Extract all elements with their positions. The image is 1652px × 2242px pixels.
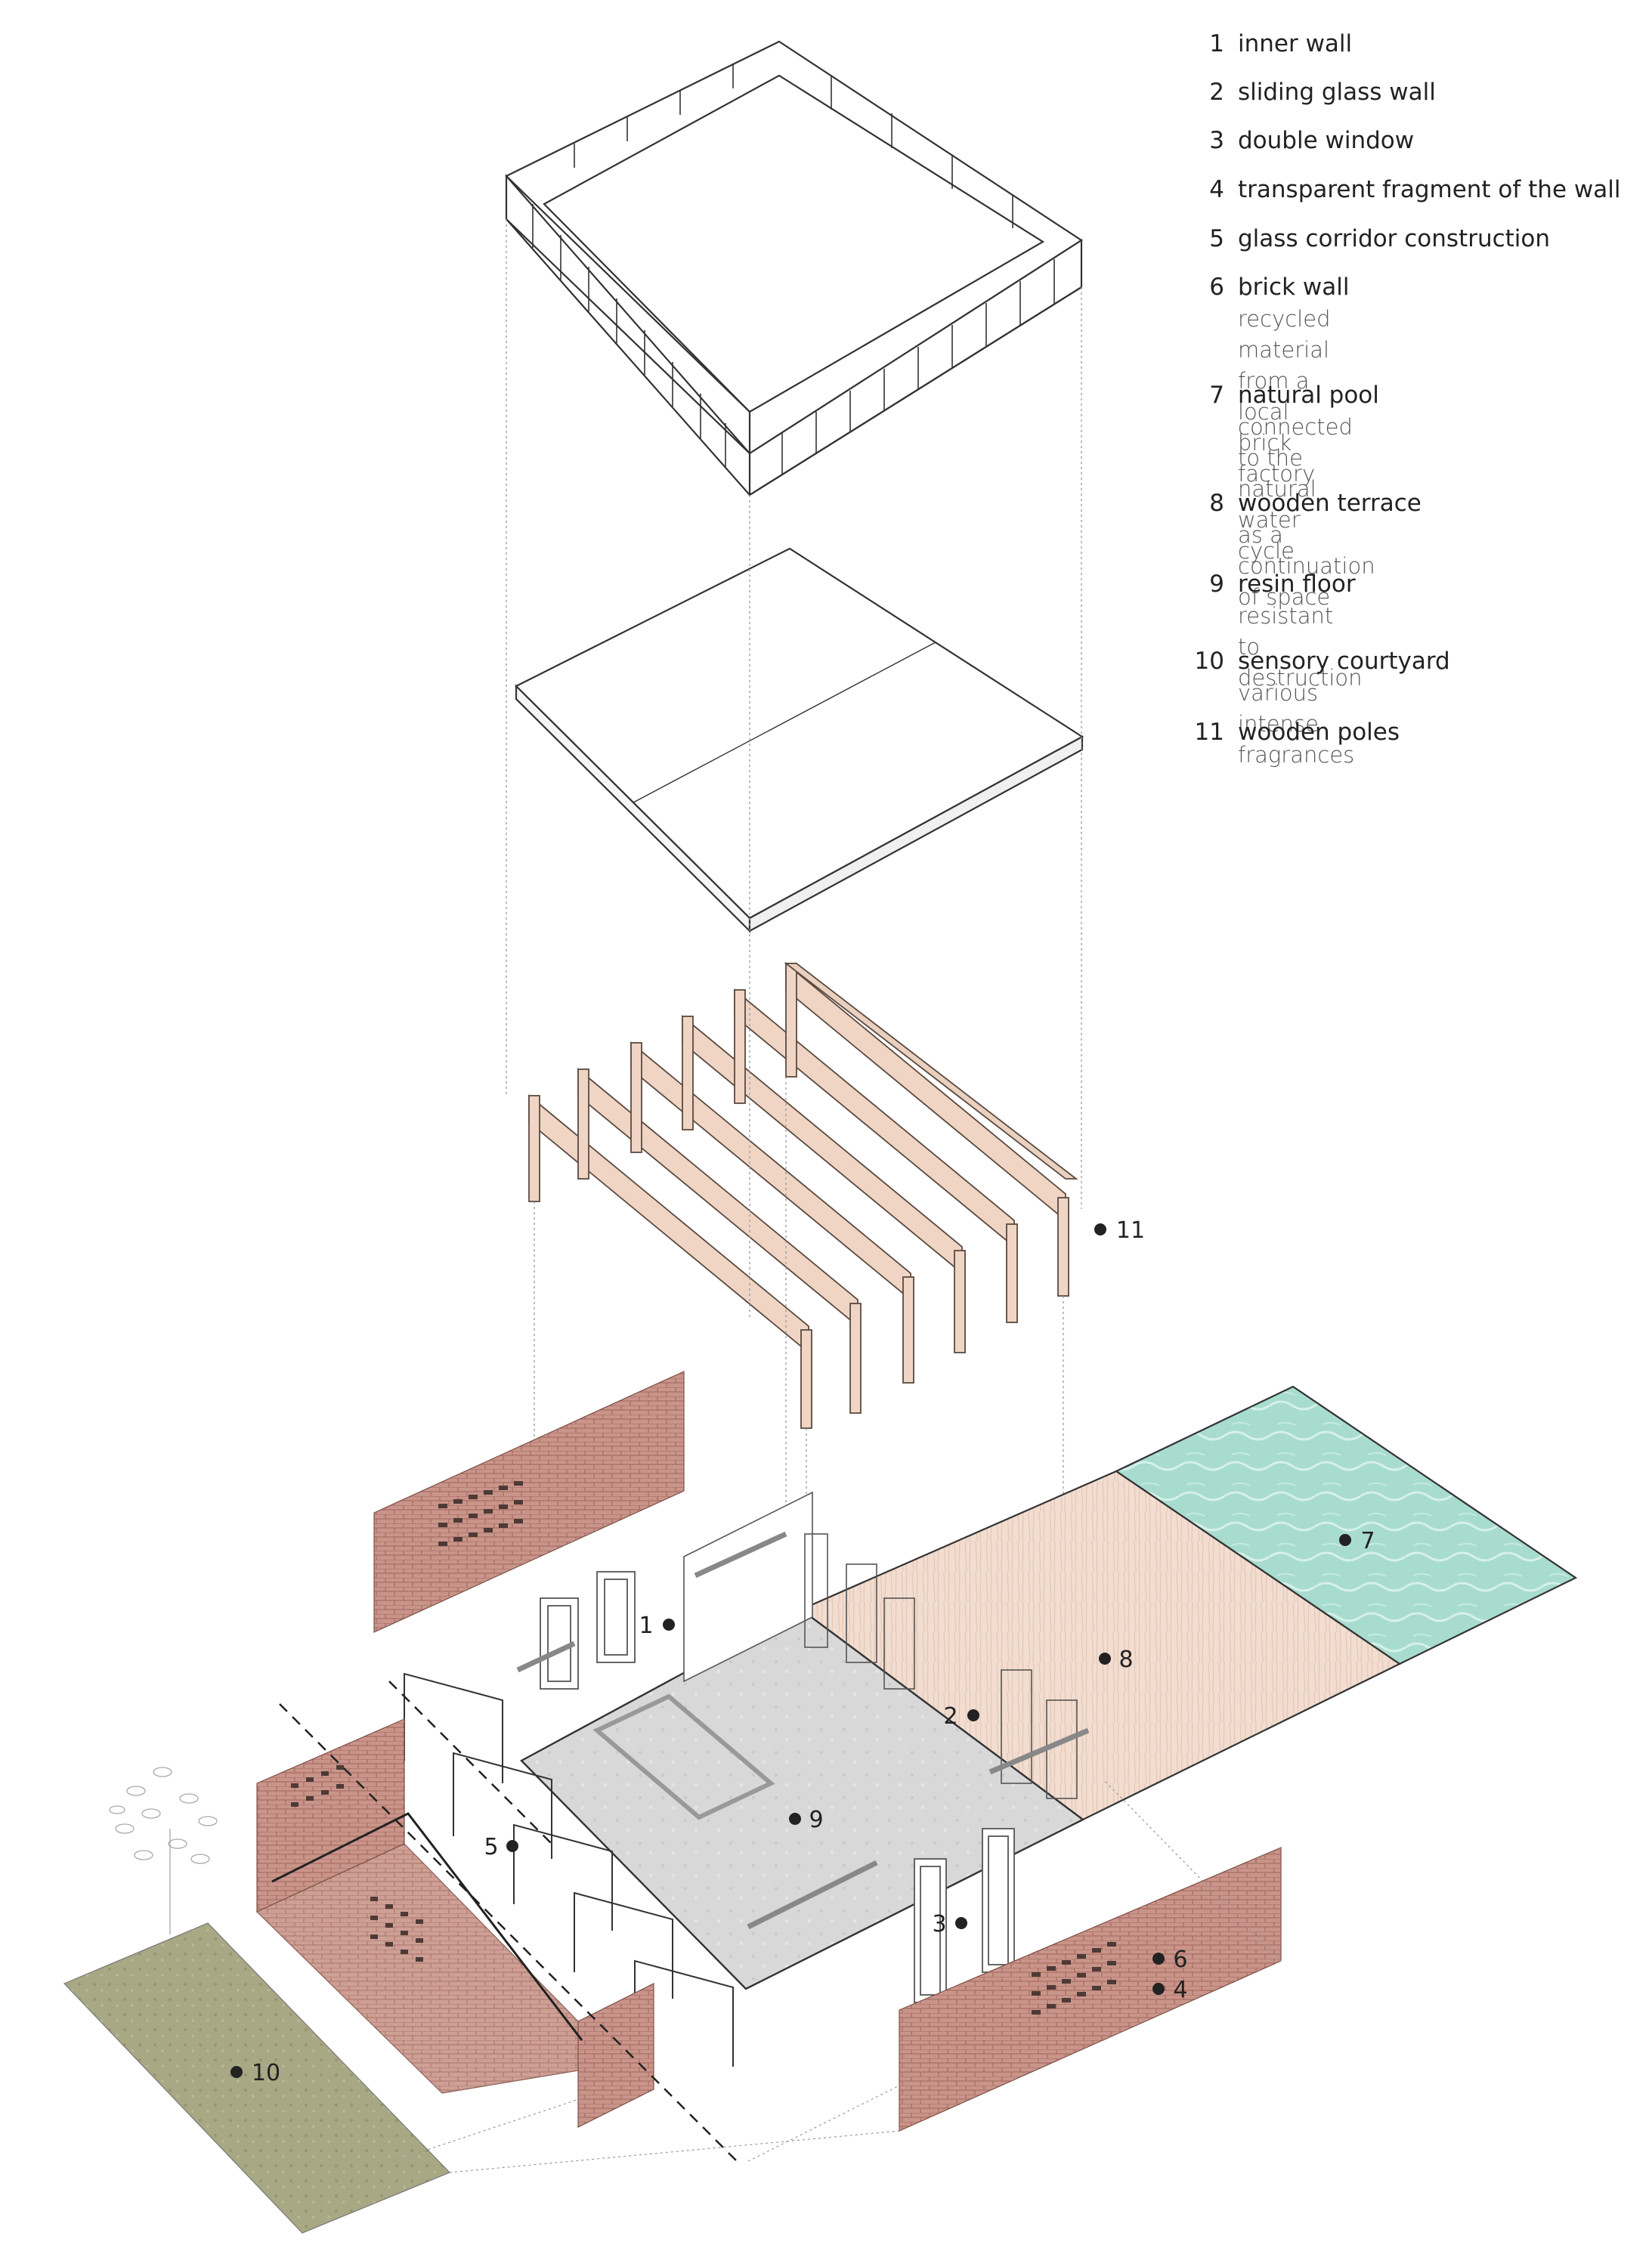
legend-note: various intense fragrances [1238,680,1355,768]
legend-number: 2 [1209,79,1224,106]
callout-7: 7 [1339,1528,1375,1554]
legend-label: glass corridor construction [1238,225,1551,252]
legend-number: 5 [1209,225,1224,252]
callout-3: 3 [932,1911,967,1937]
svg-text:11: 11 [1116,1217,1145,1244]
double-window [914,1828,1015,2003]
legend-number: 4 [1209,176,1224,203]
legend-label: sensory courtyard [1238,648,1450,675]
glass-corridor-roof-layer [505,40,1084,496]
legend-number: 3 [1209,127,1224,154]
svg-text:4: 4 [1173,1977,1187,2003]
back-brick-wall [373,1371,685,1633]
legend-number: 9 [1209,571,1224,598]
legend-label: wooden terrace [1238,490,1422,517]
legend-number: 7 [1209,382,1224,409]
svg-text:3: 3 [932,1911,946,1937]
callout-9: 9 [789,1807,824,1833]
callout-8: 8 [1099,1647,1134,1673]
legend-note: as a continuation of space [1238,522,1375,610]
legend-label: transparent fragment of the wall [1238,176,1621,203]
legend-note: connected to the natural water cycle [1238,414,1353,564]
svg-text:8: 8 [1118,1647,1133,1673]
callout-4: 4 [1152,1977,1188,2003]
svg-text:2: 2 [943,1703,957,1730]
legend-label: inner wall [1238,30,1353,57]
legend-number: 10 [1194,648,1224,675]
legend-note: recycled material from a local brick fac… [1238,306,1331,487]
inner-wall [683,1491,813,1683]
callout-10: 10 [230,2060,280,2086]
roof-slab-layer [515,547,1084,933]
callout-11: 11 [1094,1217,1145,1244]
legend-label: wooden poles [1238,719,1400,746]
svg-text:7: 7 [1360,1528,1375,1554]
legend-label: sliding glass wall [1238,79,1436,106]
svg-text:1: 1 [639,1613,653,1639]
legend-number: 8 [1209,490,1224,517]
legend-number: 1 [1209,30,1224,57]
legend-number: 6 [1209,274,1224,301]
callout-2: 2 [943,1703,979,1730]
legend-label: natural pool [1238,382,1379,409]
front-right-brick-wall [899,1847,1282,2132]
svg-text:9: 9 [809,1807,823,1833]
wooden-poles-layer [528,962,1078,1429]
legend-label: double window [1238,127,1415,154]
svg-text:10: 10 [252,2060,280,2086]
legend-label: resin floor [1238,571,1356,598]
callouts: 1 2 3 4 5 6 7 8 [230,1217,1375,2086]
callout-1: 1 [639,1613,675,1639]
callout-5: 5 [484,1834,518,1860]
svg-text:6: 6 [1173,1947,1187,1973]
callout-6: 6 [1152,1947,1188,1973]
tree-sketch [109,1767,218,1934]
ground-floor-layer [63,1371,1578,2234]
svg-text:5: 5 [484,1834,498,1860]
brick-wall-openings [438,1481,523,1546]
legend-number: 11 [1194,719,1224,746]
legend-label: brick wall [1238,274,1350,301]
legend-note: resistant to destruction [1238,603,1363,691]
